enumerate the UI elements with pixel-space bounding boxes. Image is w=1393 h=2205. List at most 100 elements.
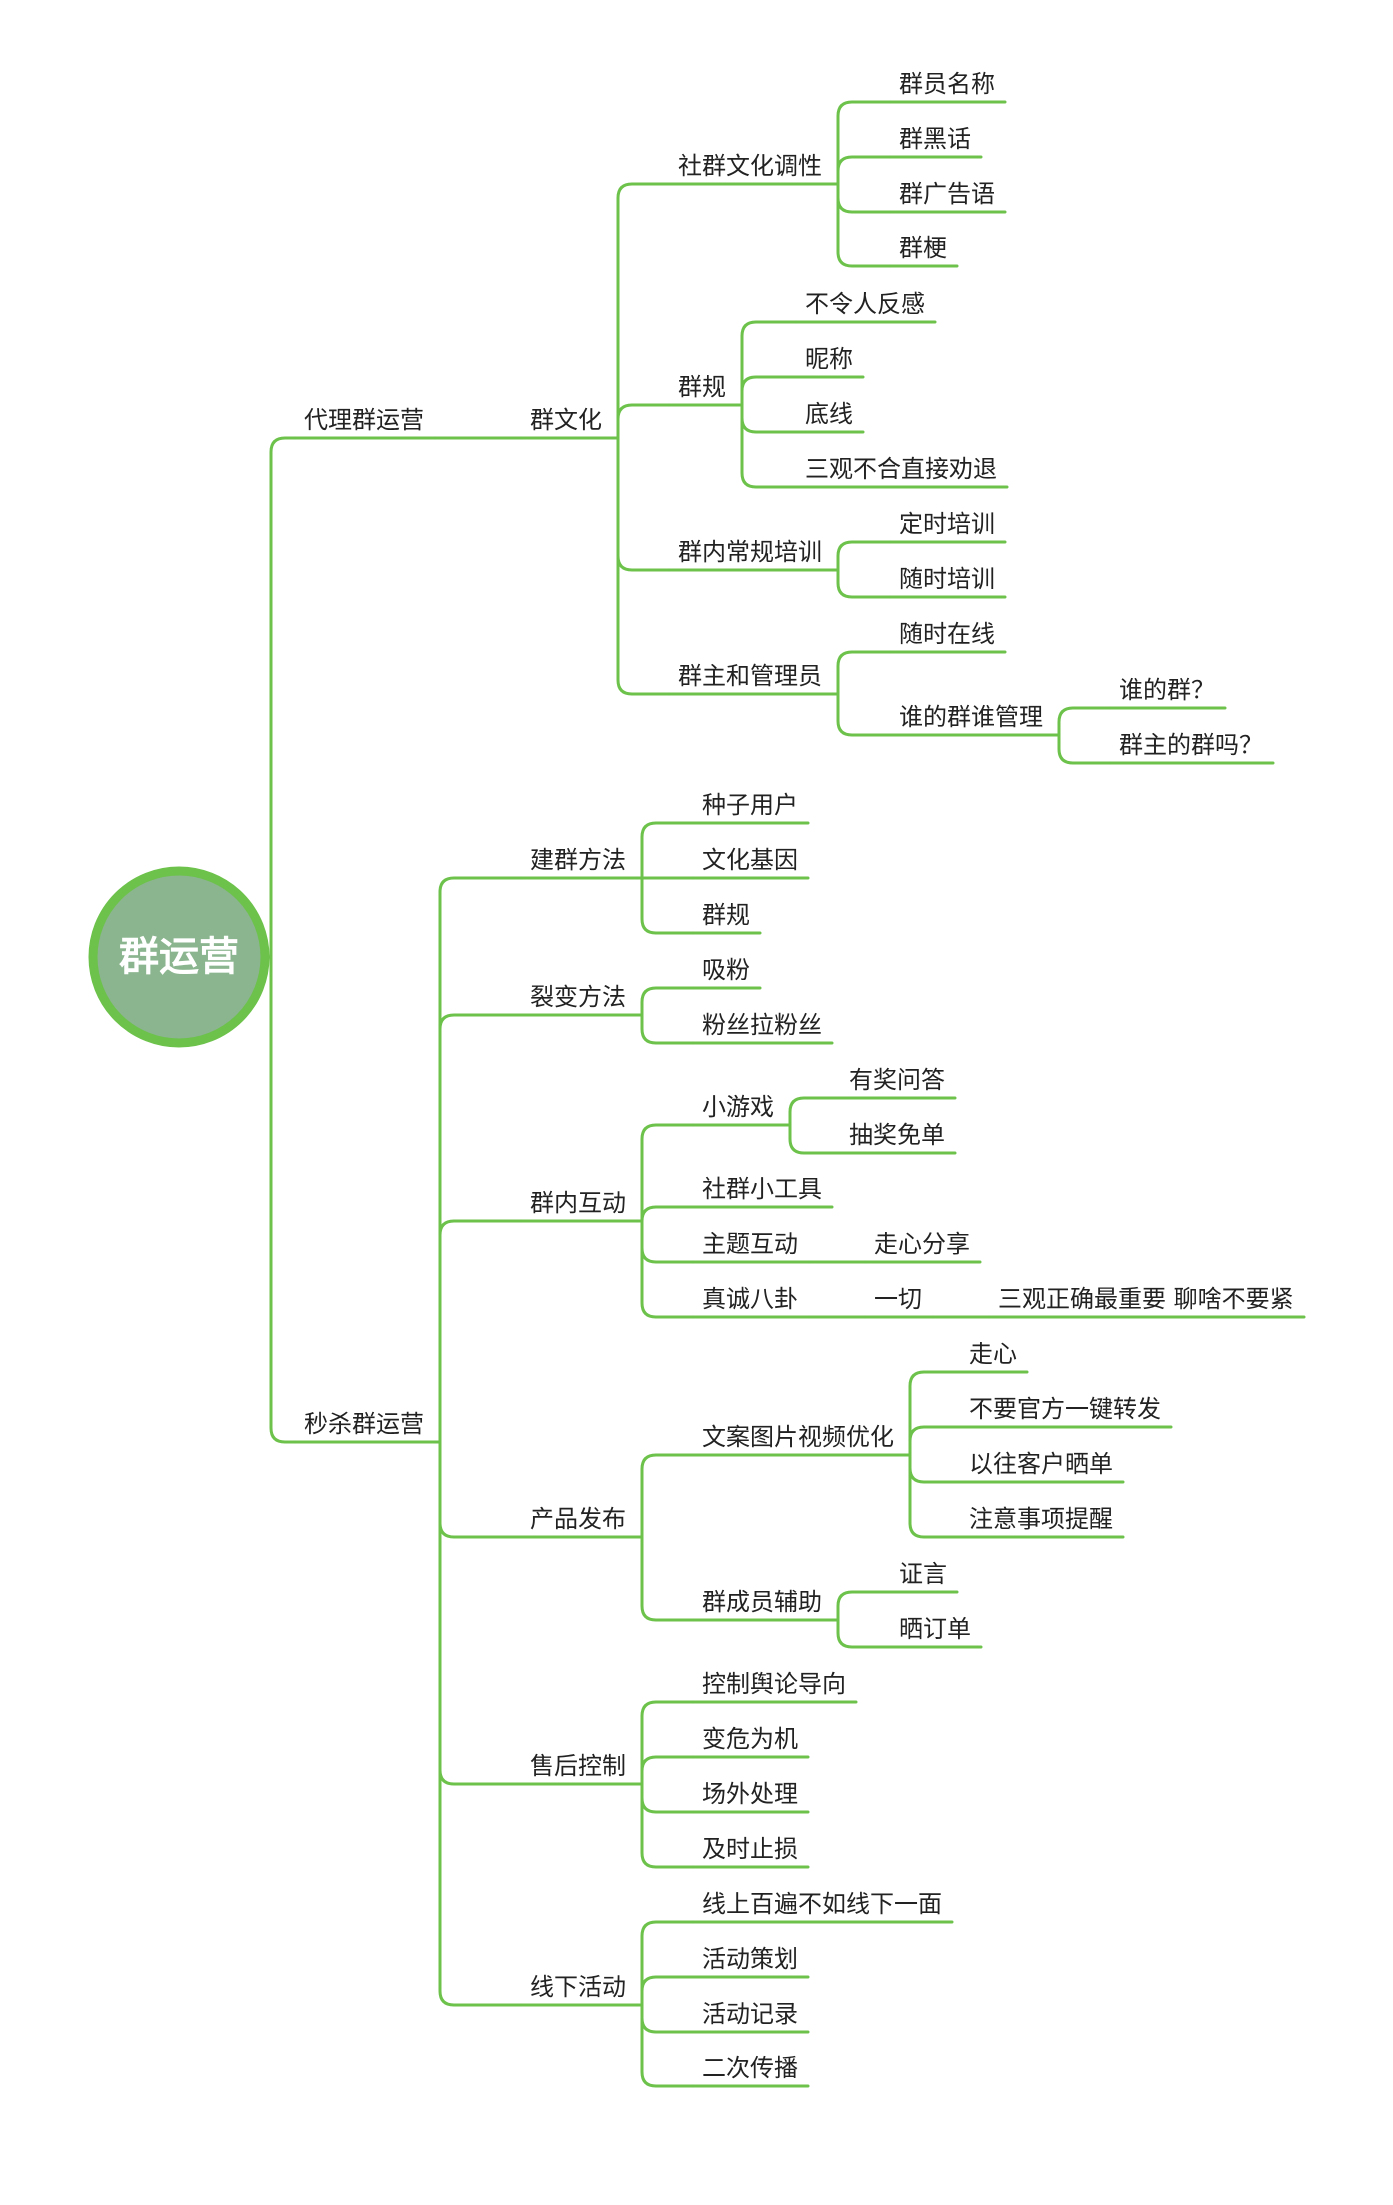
node-label-1-3-1: 群成员辅助	[702, 1588, 822, 1616]
edge-0-0-0-0	[830, 100, 893, 186]
node-label-0-0-2: 群内常规培训	[678, 538, 822, 566]
root-circle	[88, 866, 270, 1048]
edge-0-0-2-0	[830, 540, 893, 572]
edge-0-0-1	[610, 403, 672, 440]
node-label-1-3-1-1: 晒订单	[899, 1615, 971, 1643]
node-label-0-0-3: 群主和管理员	[678, 662, 822, 690]
node-label-1-4: 售后控制	[530, 1752, 626, 1780]
edge-1-2-0-0	[782, 1096, 843, 1127]
node-label-1-5-3: 二次传播	[702, 2054, 798, 2082]
edge-0-0-0	[610, 182, 672, 440]
node-label-0-0-0-3: 群梗	[899, 234, 947, 262]
node-label-1-2-3-0: 一切	[874, 1285, 922, 1313]
node-label-1-2-0-1: 抽奖免单	[849, 1121, 945, 1149]
edge-1-5-1	[634, 1975, 696, 2007]
edge-1-4-0	[634, 1700, 696, 1786]
node-label-0-0-3-1: 谁的群谁管理	[899, 703, 1043, 731]
edge-1-0-2	[634, 876, 696, 935]
node-label-0-0-2-1: 随时培训	[899, 565, 995, 593]
edge-0-0-3-0	[830, 650, 893, 696]
edge-0-0-0-1	[830, 155, 893, 186]
edge-1-1-1	[634, 1013, 696, 1045]
node-label-1: 秒杀群运营	[304, 1410, 424, 1438]
node-label-1-2-0-0: 有奖问答	[849, 1066, 945, 1094]
node-label-0-0-1-0: 不令人反感	[805, 290, 925, 318]
node-label-1-0: 建群方法	[530, 846, 626, 874]
edge-1-5-3	[634, 2003, 696, 2088]
edge-0-0-3	[610, 436, 672, 696]
node-label-1-3-1-0: 证言	[899, 1560, 947, 1588]
node-label-1-2-2-0: 走心分享	[874, 1230, 970, 1258]
edge-0-0-1-0	[734, 320, 799, 407]
node-label-0-0-0: 社群文化调性	[678, 152, 822, 180]
edge-1-1-0	[634, 986, 696, 1017]
edge-0-0-2-1	[830, 568, 893, 599]
root-label: 群运营	[119, 934, 239, 980]
edge-0-0-1-3	[734, 403, 799, 489]
node-label-1-1-1: 粉丝拉粉丝	[702, 1011, 822, 1039]
node-label-1-2: 群内互动	[530, 1189, 626, 1217]
node-label-1-4-2: 场外处理	[702, 1780, 798, 1808]
edge-1-3-0-3	[902, 1453, 963, 1539]
node-label-0-0-3-1-0: 谁的群？	[1119, 676, 1215, 704]
branch-lines	[263, 100, 1113, 2088]
node-label-0-0-0-2: 群广告语	[899, 180, 995, 208]
edge-1-4-1	[634, 1755, 696, 1786]
edge-0-0-3-1	[830, 692, 893, 737]
edge-1-3-0-0	[902, 1370, 963, 1457]
edge-1-0-0	[634, 821, 696, 880]
node-label-1-5-1: 活动策划	[702, 1945, 798, 1973]
node-label-0-0-1-2: 底线	[805, 400, 853, 428]
node-label-0-0-3-0: 随时在线	[899, 620, 995, 648]
node-label-0-0-2-0: 定时培训	[899, 510, 995, 538]
edge-0-0-3-1-1	[1051, 733, 1113, 765]
node-label-1-2-2: 主题互动	[702, 1230, 798, 1258]
node-label-1-3-0-2: 以往客户晒单	[969, 1450, 1113, 1478]
edge-1-3-0-1	[902, 1425, 963, 1457]
edge-1-5	[432, 1440, 524, 2007]
node-label-0-0-0-0: 群员名称	[899, 70, 995, 98]
node-label-1-0-2: 群规	[702, 901, 750, 929]
root-node	[88, 866, 270, 1048]
edge-0-0-1-1	[734, 375, 799, 407]
node-label-0-0-1-3: 三观不合直接劝退	[805, 455, 997, 483]
node-label-1-3: 产品发布	[530, 1505, 626, 1533]
edge-1-2-3	[634, 1219, 696, 1319]
edge-1-0	[432, 876, 524, 1444]
node-label-1-3-0: 文案图片视频优化	[702, 1423, 894, 1451]
node-label-0-0: 群文化	[530, 406, 602, 434]
node-label-1-1-0: 吸粉	[702, 956, 750, 984]
edge-1	[263, 955, 298, 1444]
node-label-1-4-3: 及时止损	[702, 1835, 798, 1863]
node-label-1-5: 线下活动	[530, 1973, 626, 2001]
node-label-1-2-0: 小游戏	[702, 1093, 774, 1121]
node-label-1-4-0: 控制舆论导向	[702, 1670, 846, 1698]
edge-1-3-1-1	[830, 1618, 893, 1649]
edge-1-4-3	[634, 1782, 696, 1869]
node-label-1-3-0-1: 不要官方一键转发	[969, 1395, 1161, 1423]
node-underlines	[294, 100, 1306, 2088]
node-label-1-2-3: 真诚八卦	[702, 1285, 798, 1313]
edge-0	[263, 436, 298, 959]
edge-0-0-3-1-0	[1051, 706, 1113, 737]
node-label-1-1: 裂变方法	[530, 983, 626, 1011]
node-label-0-0-1-1: 昵称	[805, 345, 853, 373]
node-label-1-0-0: 种子用户	[702, 791, 798, 819]
node-label-1-0-1: 文化基因	[702, 846, 798, 874]
node-label-1-4-1: 变危为机	[702, 1725, 798, 1753]
edge-1-5-0	[634, 1920, 696, 2007]
node-label-0-0-0-1: 群黑话	[899, 125, 971, 153]
edge-1-2	[432, 1219, 524, 1444]
edge-1-2-0	[634, 1123, 696, 1223]
node-label-0-0-3-1-1: 群主的群吗？	[1119, 731, 1263, 759]
node-label-1-3-0-0: 走心	[969, 1340, 1017, 1368]
edge-1-3-1-0	[830, 1590, 893, 1622]
node-label-0: 代理群运营	[304, 406, 424, 434]
node-label-1-5-0: 线上百遍不如线下一面	[702, 1890, 942, 1918]
node-label-1-2-1: 社群小工具	[702, 1175, 822, 1203]
edge-1-1	[432, 1013, 524, 1444]
edge-1-3-0	[634, 1453, 696, 1539]
edge-0-0-0-3	[830, 182, 893, 268]
